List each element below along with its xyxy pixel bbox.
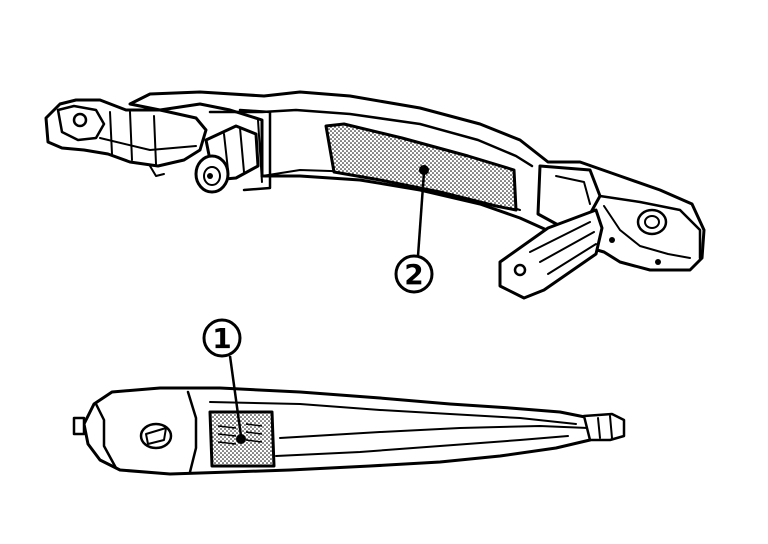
outside-handle-grip <box>72 386 626 476</box>
callout-2: 2 <box>394 171 434 294</box>
callout-2-dot <box>419 165 429 175</box>
callout-2-label: 2 <box>404 258 423 291</box>
latch-clip <box>498 208 604 300</box>
callout-1-dot <box>236 434 246 444</box>
callout-1-label: 1 <box>212 322 231 355</box>
left-mount-bracket <box>44 98 208 168</box>
callout-1: 1 <box>202 318 243 437</box>
grip-end-tab <box>582 412 626 442</box>
sensor-pad-ribs <box>217 423 263 445</box>
callout-1-circle <box>202 318 242 358</box>
handle-bracket-assembly <box>44 90 706 300</box>
callout-2-circle <box>394 254 434 294</box>
